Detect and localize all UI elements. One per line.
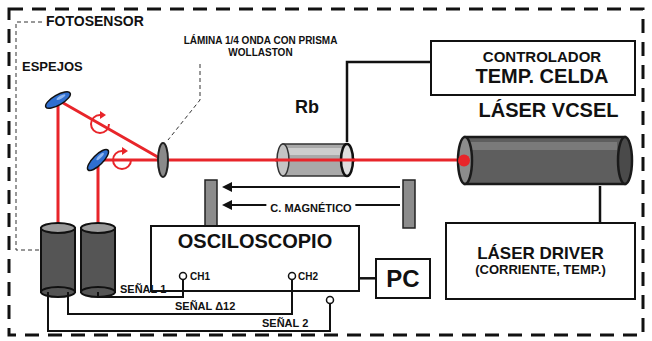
- mirror-shape: [43, 89, 72, 112]
- cell-label: Rb: [267, 97, 347, 118]
- coil-symbol: [403, 180, 415, 228]
- oscilloscope-box: OSCILOSCOPIO CH1 CH2: [150, 225, 360, 292]
- wollaston-prism: [158, 143, 168, 177]
- channel-label: CH2: [298, 271, 318, 283]
- box-subtitle: (CORRIENTE, TEMP.): [475, 263, 606, 278]
- laser-shine: [467, 142, 617, 150]
- detector-body: [41, 228, 75, 292]
- laser-beam: [58, 100, 163, 228]
- connector-line: [599, 186, 602, 222]
- detector-body: [81, 228, 115, 292]
- laser-beam: [275, 159, 355, 162]
- field-arrow: [224, 186, 400, 188]
- channel-terminal: [288, 272, 295, 279]
- laser-label: LÁSER VCSEL: [460, 99, 637, 122]
- laser-aperture: [458, 137, 472, 184]
- mirror-shape: [85, 147, 112, 174]
- signal-wire: [48, 292, 330, 331]
- channel-label: CH1: [190, 271, 210, 283]
- mirror-symbol: [43, 89, 72, 112]
- laser-body: [465, 137, 625, 184]
- laser-driver-box: LÁSER DRIVER(CORRIENTE, TEMP.): [445, 222, 636, 300]
- polarization-arrowhead: [100, 111, 106, 119]
- field-label: C. MAGNÉTICO: [266, 202, 355, 214]
- rb-cell: Rb: [275, 142, 355, 178]
- vcsel-laser-figure: [455, 135, 632, 186]
- mirror-shine: [96, 152, 105, 161]
- channel-terminal: [179, 272, 186, 279]
- signal-wire: [182, 279, 184, 292]
- signal-wire: [68, 292, 292, 314]
- mirror-label: ESPEJOS: [22, 60, 83, 74]
- box-title: PC: [386, 265, 419, 293]
- label-anchor: SEÑAL 2: [262, 317, 308, 329]
- label-anchor: C. MAGNÉTICO: [311, 198, 400, 216]
- polarization-arrowhead: [122, 147, 128, 155]
- vcsel-laser: LÁSER VCSEL: [455, 135, 632, 186]
- signal-label: SEÑAL 1: [120, 283, 166, 295]
- waveplate-label: LÁMINA 1/4 ONDA CON PRISMA WOLLASTON: [178, 35, 343, 59]
- photodetector: [81, 223, 115, 297]
- label-anchor: SEÑAL 1: [120, 283, 166, 295]
- coil-symbol: [205, 180, 217, 228]
- connector-line: [347, 62, 430, 142]
- detector-face: [41, 223, 75, 233]
- pc-box: PC: [375, 258, 431, 299]
- laser-end: [618, 137, 632, 184]
- controller-box: CONTROLADORTEMP. CELDA: [430, 40, 636, 96]
- signal-label: SEÑAL Δ12: [175, 300, 235, 312]
- laser-beam: [163, 159, 470, 162]
- mirror-symbol: [85, 147, 112, 174]
- detector-face: [81, 223, 115, 233]
- signal-wire: [291, 279, 293, 292]
- waveplate-leader: [168, 64, 200, 140]
- box-title: TEMP. CELDA: [476, 65, 609, 88]
- sensor-leader: [16, 22, 42, 250]
- cell-shine: [284, 148, 346, 155]
- photodetector: [41, 223, 75, 297]
- box-title: LÁSER DRIVER: [477, 244, 604, 264]
- mirror-shine: [56, 93, 66, 101]
- laser-beam: [98, 160, 163, 228]
- signal-label: SEÑAL 2: [262, 317, 308, 329]
- box-title: CONTROLADOR: [483, 48, 601, 65]
- label-anchor: SEÑAL Δ12: [175, 300, 235, 312]
- label-anchor: ESPEJOS: [22, 60, 83, 74]
- laser-spot: [458, 155, 470, 167]
- detector-base: [41, 287, 75, 297]
- label-anchor: LÁMINA 1/4 ONDA CON PRISMA WOLLASTON: [178, 35, 343, 59]
- connector-line: [360, 277, 375, 280]
- dashed-frame: [9, 9, 643, 335]
- label-anchor: FOTOSENSOR: [46, 14, 144, 29]
- box-title: OSCILOSCOPIO: [152, 230, 358, 253]
- sensor-label: FOTOSENSOR: [46, 14, 144, 29]
- terminal-dot: [327, 297, 334, 304]
- rb-cell-figure: [275, 142, 355, 178]
